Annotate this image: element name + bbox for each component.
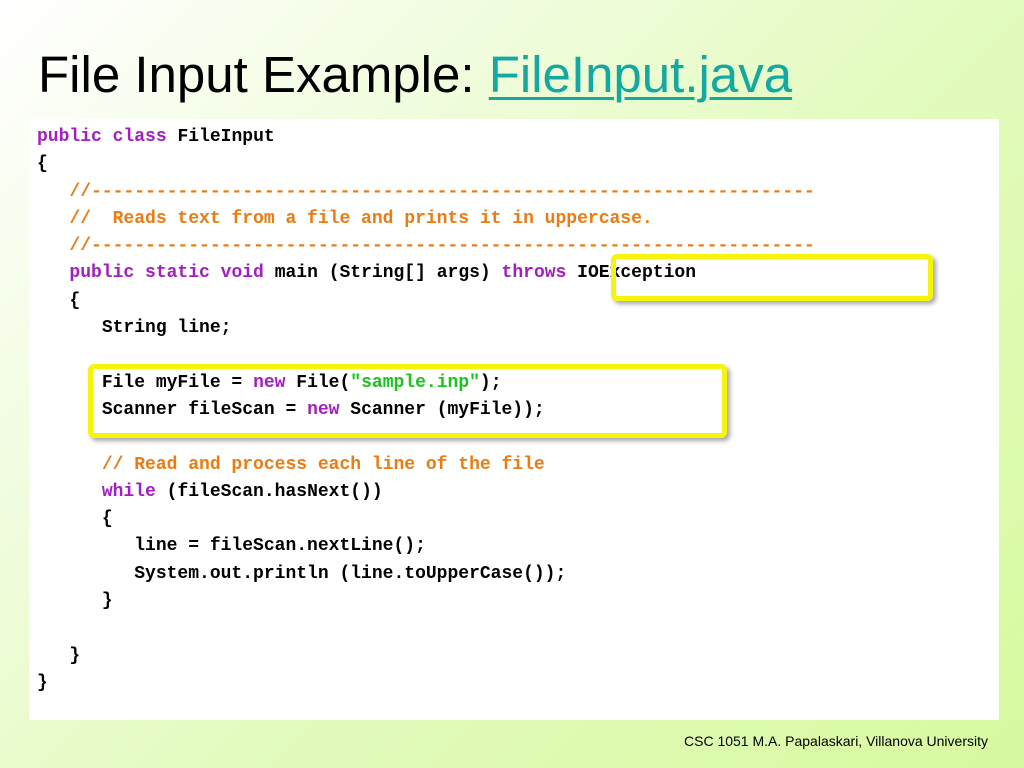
code-line-print-uppercase: System.out.println (line.toUpperCase()); — [37, 561, 997, 588]
code-line-class-declaration: public class FileInput — [37, 124, 997, 151]
title-prefix: File Input Example: — [38, 46, 475, 103]
code-line-main-signature: public static void main (String[] args) … — [37, 260, 997, 287]
footer-credit: CSC 1051 M.A. Papalaskari, Villanova Uni… — [684, 733, 988, 749]
keyword-public: public — [37, 127, 102, 147]
main-signature: main (String[] args) — [274, 263, 491, 284]
code-line-class-open-brace: { — [37, 151, 997, 178]
brace: } — [101, 591, 113, 612]
keyword-void: void — [220, 263, 264, 284]
code-line-class-close-brace: } — [37, 670, 997, 697]
brace: { — [69, 290, 81, 311]
code-line-blank — [37, 424, 997, 451]
brace: { — [37, 154, 48, 175]
exception-type: IOException — [577, 263, 696, 284]
class-name: FileInput — [177, 127, 275, 147]
code-line-declare-line: String line; — [37, 315, 997, 342]
code-text: System.out.println (line.toUpperCase()); — [134, 563, 567, 584]
file-link[interactable]: FileInput.java — [488, 46, 793, 103]
slide-title: File Input Example: FileInput.java — [38, 40, 792, 110]
keyword-throws: throws — [501, 263, 567, 284]
code-line-blank — [37, 342, 997, 369]
code-text: File( — [296, 372, 351, 393]
code-listing: public class FileInput { //-------------… — [37, 124, 997, 697]
code-line-comment-loop: // Read and process each line of the fil… — [37, 452, 997, 479]
keyword-public: public — [69, 263, 135, 284]
code-line-blank — [37, 615, 997, 642]
code-line-scanner-declaration: Scanner fileScan = new Scanner (myFile))… — [37, 397, 997, 424]
code-text: (fileScan.hasNext()) — [166, 481, 383, 502]
keyword-class: class — [112, 127, 167, 147]
code-line-comment-separator-top: //--------------------------------------… — [37, 179, 997, 206]
code-line-read-next: line = fileScan.nextLine(); — [37, 533, 997, 560]
code-line-comment-description: // Reads text from a file and prints it … — [37, 206, 997, 233]
code-line-while-close-brace: } — [37, 588, 997, 615]
code-text: ); — [479, 372, 502, 393]
keyword-static: static — [145, 263, 210, 284]
comment-loop: // Read and process each line of the fil… — [101, 454, 545, 475]
brace: { — [101, 509, 113, 530]
comment-separator: //--------------------------------------… — [69, 236, 815, 257]
code-text: String line; — [101, 318, 232, 339]
code-line-while-open-brace: { — [37, 506, 997, 533]
comment-description: // Reads text from a file and prints it … — [69, 208, 653, 229]
code-text: Scanner (myFile)); — [350, 399, 545, 420]
keyword-new: new — [253, 372, 286, 393]
brace: } — [69, 645, 81, 666]
code-line-main-open-brace: { — [37, 288, 997, 315]
code-line-comment-separator-bottom: //--------------------------------------… — [37, 233, 997, 260]
keyword-new: new — [307, 399, 340, 420]
code-text: File myFile = — [101, 372, 243, 393]
code-text: line = fileScan.nextLine(); — [134, 536, 426, 557]
code-line-file-declaration: File myFile = new File("sample.inp"); — [37, 370, 997, 397]
string-literal: "sample.inp" — [350, 372, 480, 393]
keyword-while: while — [101, 481, 156, 502]
code-line-main-close-brace: } — [37, 643, 997, 670]
brace: } — [37, 672, 48, 693]
code-panel: public class FileInput { //-------------… — [29, 119, 999, 720]
code-line-while: while (fileScan.hasNext()) — [37, 479, 997, 506]
comment-separator: //--------------------------------------… — [69, 181, 815, 202]
code-text: Scanner fileScan = — [101, 399, 297, 420]
